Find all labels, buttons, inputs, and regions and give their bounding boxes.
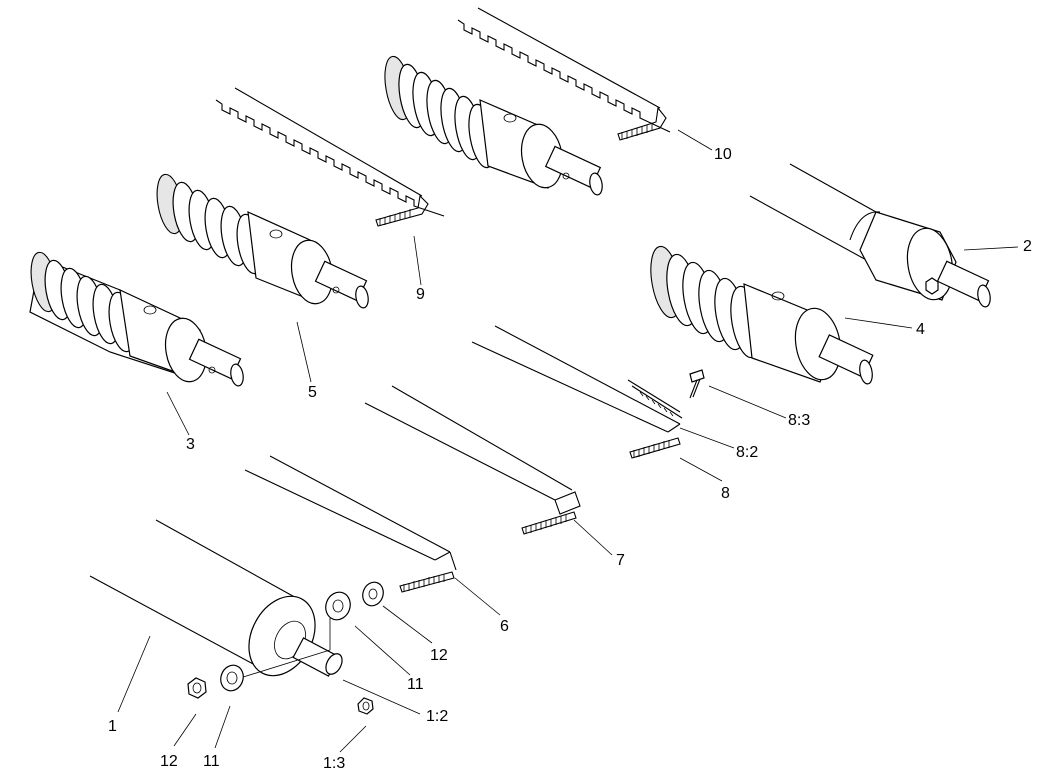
callout-10: 10 xyxy=(714,146,732,163)
callout-1-2: 1:2 xyxy=(426,708,449,725)
callout-8: 8 xyxy=(721,485,730,502)
nut-12-upper xyxy=(362,581,384,607)
washer-11-upper xyxy=(325,591,351,650)
callout-7: 7 xyxy=(616,552,625,569)
callout-12-upper: 12 xyxy=(430,647,448,664)
callout-4: 4 xyxy=(916,321,925,338)
callout-5: 5 xyxy=(308,384,317,401)
part-1-plain-roller xyxy=(89,519,343,679)
part-7-scraper xyxy=(364,385,581,535)
callout-1-3: 1:3 xyxy=(323,755,346,772)
part-10-scraper xyxy=(457,7,671,141)
callout-8-3: 8:3 xyxy=(788,412,811,429)
nut-1-3 xyxy=(357,697,374,715)
part-9-scraper xyxy=(215,87,445,227)
nut-12-lower xyxy=(187,677,207,699)
callout-8-2: 8:2 xyxy=(736,444,759,461)
part-6-scraper xyxy=(244,455,457,593)
callout-2: 2 xyxy=(1023,238,1032,255)
part-8-scraper xyxy=(471,325,705,459)
part-4-grooved-roller xyxy=(650,245,874,385)
washer-11-lower xyxy=(220,664,244,692)
callout-6: 6 xyxy=(500,618,509,635)
callout-9: 9 xyxy=(416,286,425,303)
top-grooved-roller xyxy=(384,55,603,196)
part-3-grooved-roller xyxy=(29,251,244,387)
callout-11-lower: 11 xyxy=(203,753,220,770)
callout-1: 1 xyxy=(108,718,117,735)
part-5-grooved-roller xyxy=(156,173,369,309)
part-2-plain-roller xyxy=(749,163,991,308)
callout-3: 3 xyxy=(186,436,195,453)
callout-11-upper: 11 xyxy=(407,676,424,693)
callout-12-lower: 12 xyxy=(160,753,178,770)
leader-lines xyxy=(117,129,1019,753)
